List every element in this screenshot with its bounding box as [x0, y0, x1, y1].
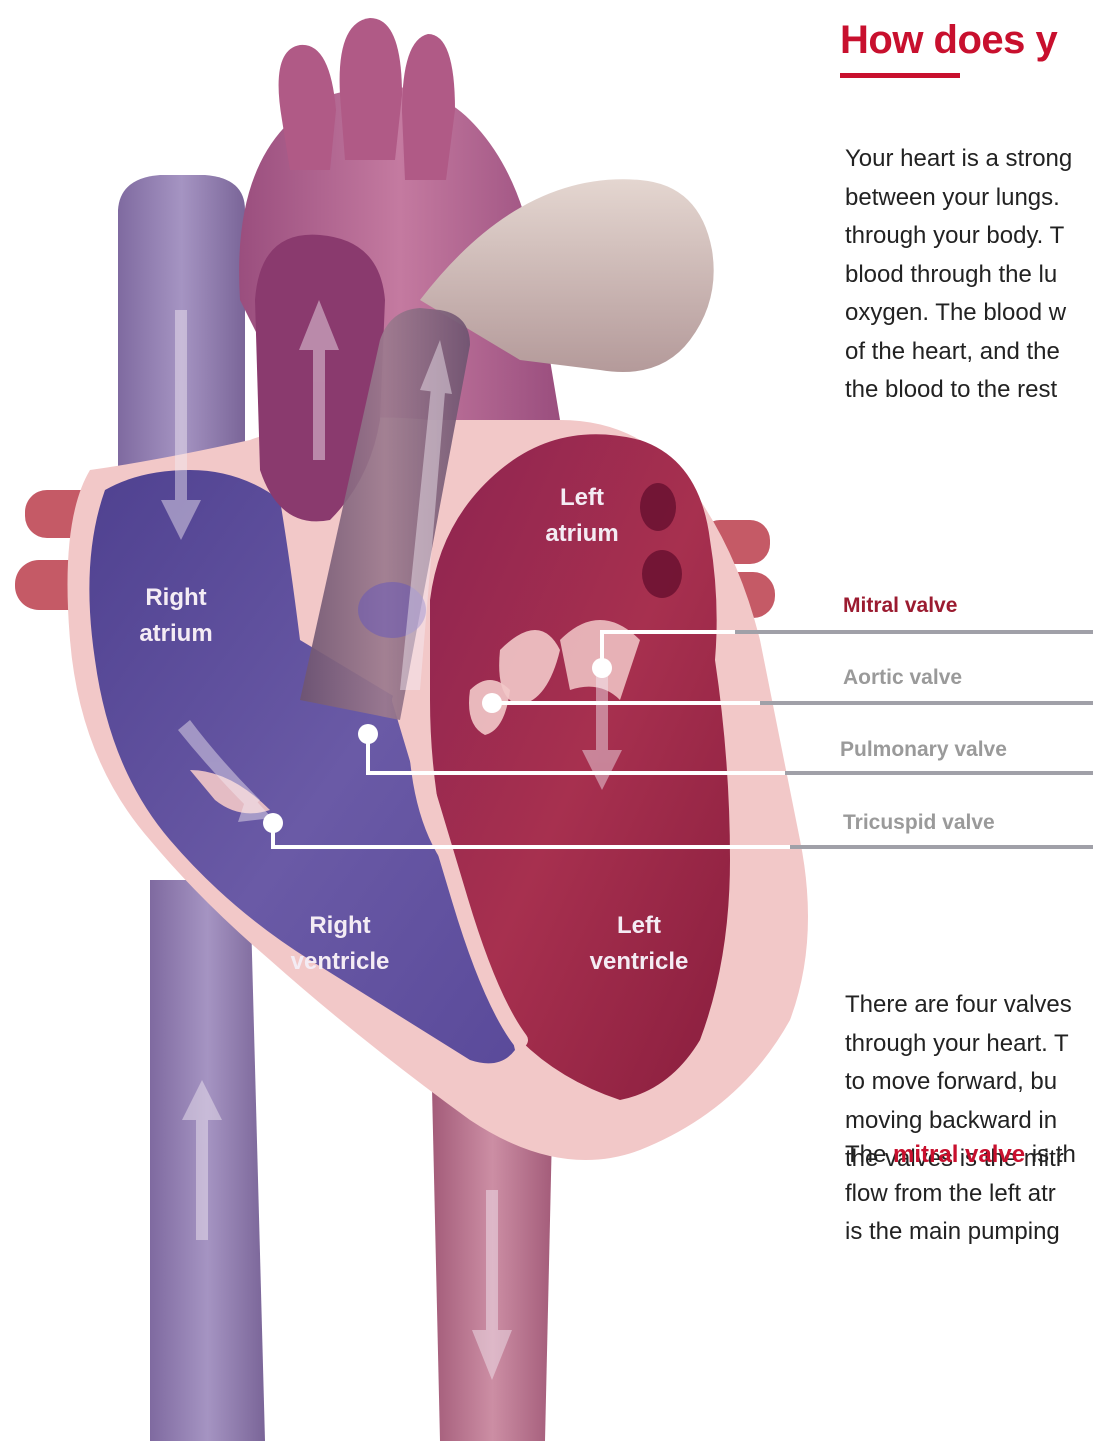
chamber-label-right-atrium: Right atrium — [96, 580, 256, 652]
mitral-marker — [592, 658, 612, 678]
mitral-valve-highlight: mitral valve — [893, 1141, 1025, 1168]
title-underline — [840, 73, 960, 78]
valve-label-tricuspid: Tricuspid valve — [843, 811, 995, 835]
mitral-paragraph: The mitral valve is th flow from the lef… — [845, 1136, 1093, 1252]
aortic-marker — [482, 693, 502, 713]
valve-label-pulmonary: Pulmonary valve — [840, 738, 1007, 762]
valve-label-aortic: Aortic valve — [843, 666, 962, 690]
page-title: How does y — [840, 18, 1057, 63]
chamber-label-right-ventricle: Right ventricle — [260, 908, 420, 980]
chamber-label-left-ventricle: Left ventricle — [559, 908, 719, 980]
tricuspid-marker — [263, 813, 283, 833]
intro-paragraph: Your heart is a strong between your lung… — [845, 140, 1093, 410]
valve-label-mitral: Mitral valve — [843, 594, 957, 618]
chamber-label-left-atrium: Left atrium — [502, 480, 662, 552]
aortic-branches — [279, 18, 455, 180]
pulmonary-marker — [358, 724, 378, 744]
